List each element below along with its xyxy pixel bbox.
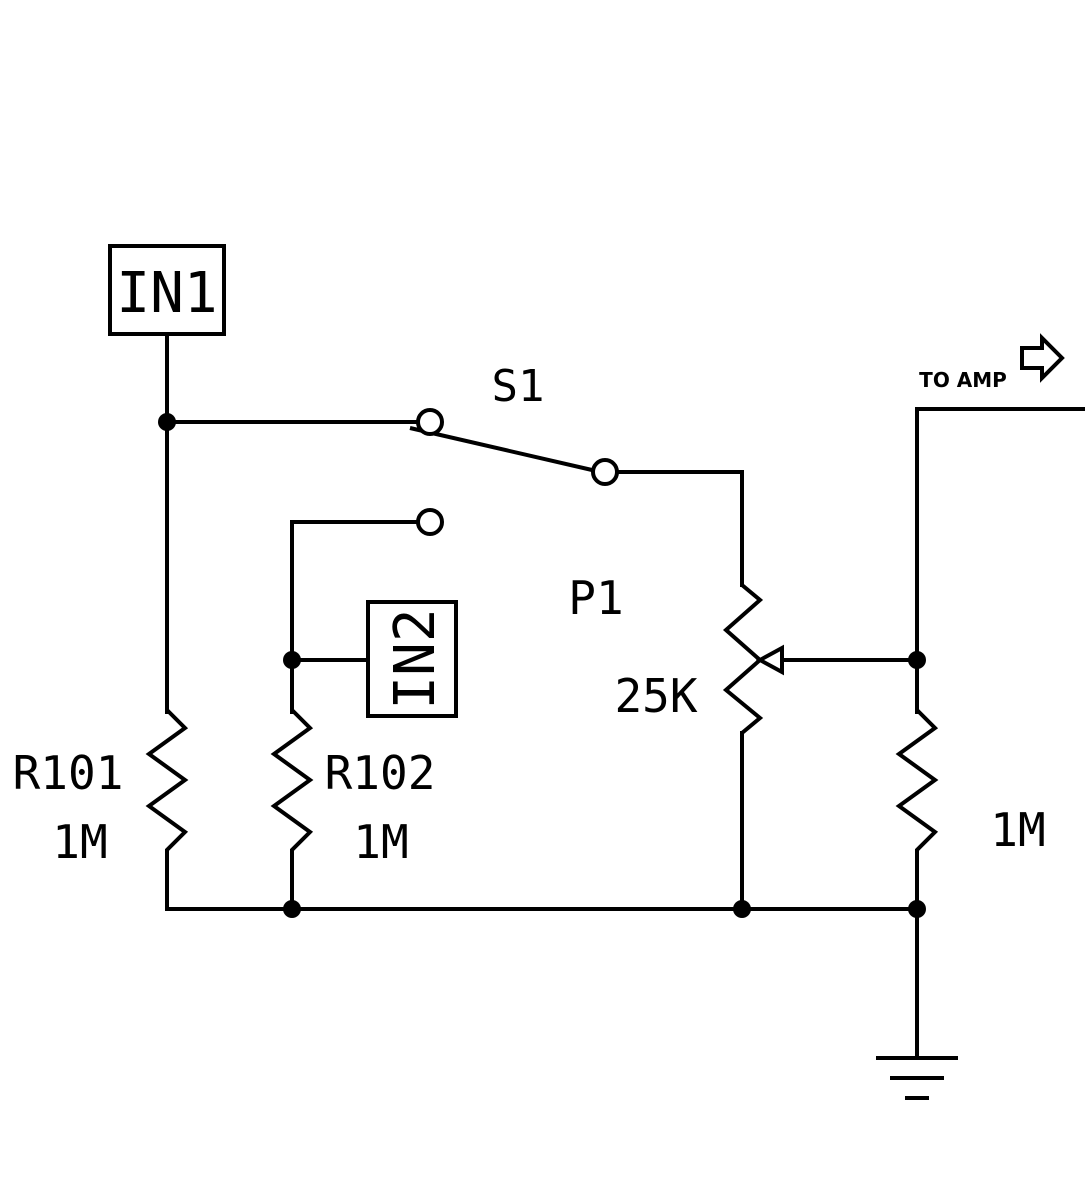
switch-s1-label: S1 [492, 361, 545, 412]
wire-r101-bottom [165, 858, 919, 911]
in2-connector: IN2 [366, 600, 458, 718]
potentiometer-p1: P1 25K [568, 571, 784, 735]
junction-in2 [283, 651, 301, 669]
resistor-r101: R101 1M [13, 708, 189, 869]
r101-value: 1M [52, 815, 107, 869]
junction-bus-ground [908, 900, 926, 918]
resistor-output: 1M [895, 708, 1046, 860]
junctions [158, 413, 926, 918]
junction-in1 [158, 413, 176, 431]
r102-name: R102 [325, 746, 436, 800]
switch-throw-terminal-b [416, 508, 444, 536]
resistor-r102: R102 1M [270, 708, 436, 869]
r101-name: R101 [13, 746, 124, 800]
wire-s1-lower [290, 520, 420, 714]
r102-value: 1M [353, 815, 408, 869]
switch-common-terminal [416, 408, 444, 436]
junction-bus-pot [733, 900, 751, 918]
p1-value: 25K [614, 669, 697, 723]
junction-bus-r102 [283, 900, 301, 918]
wire-s1-to-pot [615, 470, 744, 587]
output-to-amp: TO AMP [919, 333, 1065, 392]
in2-label: IN2 [383, 608, 448, 709]
wires [165, 332, 1085, 1060]
switch-throw-terminal-a [591, 458, 619, 486]
right-arrow-icon [1020, 333, 1065, 383]
in1-connector: IN1 [108, 244, 226, 336]
in1-label: IN1 [116, 261, 217, 326]
junction-output [908, 651, 926, 669]
to-amp-label: TO AMP [919, 368, 1007, 392]
wire-output [915, 407, 1085, 714]
pot-wiper-arrow [755, 644, 784, 676]
ground-symbol [876, 1056, 958, 1100]
p1-name: P1 [568, 571, 623, 625]
switch-s1: S1 [409, 361, 619, 536]
r-out-value: 1M [990, 803, 1045, 857]
switch-lever [409, 426, 593, 472]
